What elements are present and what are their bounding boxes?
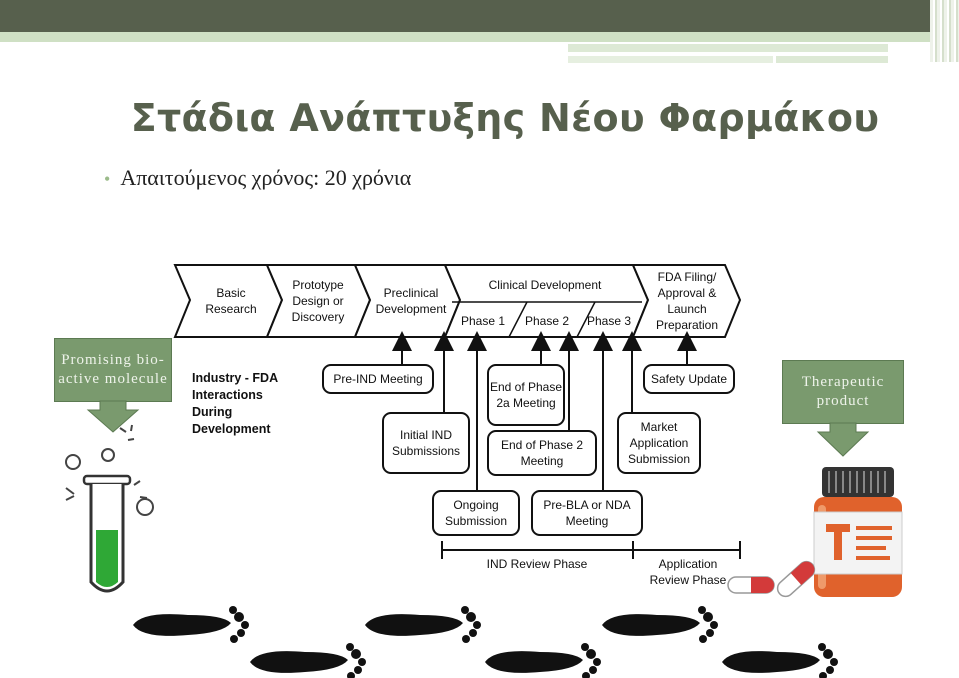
end-phase-2-box: End of Phase 2 Meeting [487, 430, 597, 476]
stage-label-fda-filing: FDA Filing/ Approval & Launch Preparatio… [655, 270, 719, 332]
safety-update-box: Safety Update [643, 364, 735, 394]
test-tube-illustration [65, 424, 154, 593]
industry-fda-label: Industry - FDA Interactions During Devel… [192, 371, 278, 436]
therapeutic-product-label: Therapeutic product [782, 360, 904, 424]
footprints-illustration [133, 606, 838, 678]
down-arrow-right [816, 422, 870, 457]
phase-label: Phase 1 [460, 314, 506, 328]
bullet-item: • Απαιτούμενος χρόνος: 20 χρόνια [104, 165, 411, 191]
label-lines [856, 526, 892, 560]
header-accent-stripe [568, 44, 888, 52]
capsule-half [751, 577, 774, 593]
application-review-phase-label: Application Review Phase [649, 557, 727, 587]
header-bar [0, 0, 959, 32]
pill-bottle-illustration [727, 467, 903, 598]
stage-label-basic-research: Basic Research [205, 286, 257, 316]
footprint [602, 606, 718, 643]
phase-divider-slash [508, 301, 528, 338]
market-application-box: Market Application Submission [617, 412, 701, 474]
header-side-lines [930, 0, 959, 62]
bullet-text: Απαιτούμενος χρόνος: 20 χρόνια [120, 165, 412, 190]
cap-ridges [828, 471, 886, 493]
capsule-half [790, 561, 815, 585]
bubble [101, 448, 115, 462]
ongoing-submission-box: Ongoing Submission [432, 490, 520, 536]
pre-ind-meeting-box: Pre-IND Meeting [322, 364, 434, 394]
stage-arrow-fda-filing [631, 264, 742, 338]
initial-ind-box: Initial IND Submissions [382, 412, 470, 474]
pre-bla-nda-box: Pre-BLA or NDA Meeting [531, 490, 643, 536]
footprint [722, 643, 838, 678]
header-accent-stripe [568, 56, 773, 63]
bubble [136, 498, 154, 516]
phase-divider-slash [576, 301, 596, 338]
footprint [250, 643, 366, 678]
stage-label-clinical: Clinical Development [488, 278, 602, 292]
header-accent-bar [0, 32, 959, 42]
label-mark [826, 524, 850, 560]
bullet-dot: • [104, 169, 111, 189]
tube-liquid [96, 530, 118, 587]
sparkle [119, 424, 135, 441]
header-accent-stripe [776, 56, 888, 63]
down-arrow-left [86, 400, 140, 433]
stage-label-preclinical: Preclinical Development [375, 286, 447, 316]
ind-review-phase-label: IND Review Phase [486, 557, 588, 571]
phase-label: Phase 2 [524, 314, 570, 328]
footprint [485, 643, 601, 678]
sparkle [65, 487, 75, 501]
phase-label: Phase 3 [586, 314, 632, 328]
slide-title: Στάδια Ανάπτυξης Νέου Φαρμάκου [130, 96, 880, 140]
end-phase-2a-box: End of Phase 2a Meeting [487, 364, 565, 426]
tube-rim [82, 474, 132, 486]
sparkle [133, 480, 148, 499]
footprint [365, 606, 481, 643]
stage-label-prototype: Prototype Design or Discovery [291, 278, 345, 324]
bottle-label [813, 511, 903, 575]
footprint [133, 606, 249, 643]
bubble [65, 454, 81, 470]
